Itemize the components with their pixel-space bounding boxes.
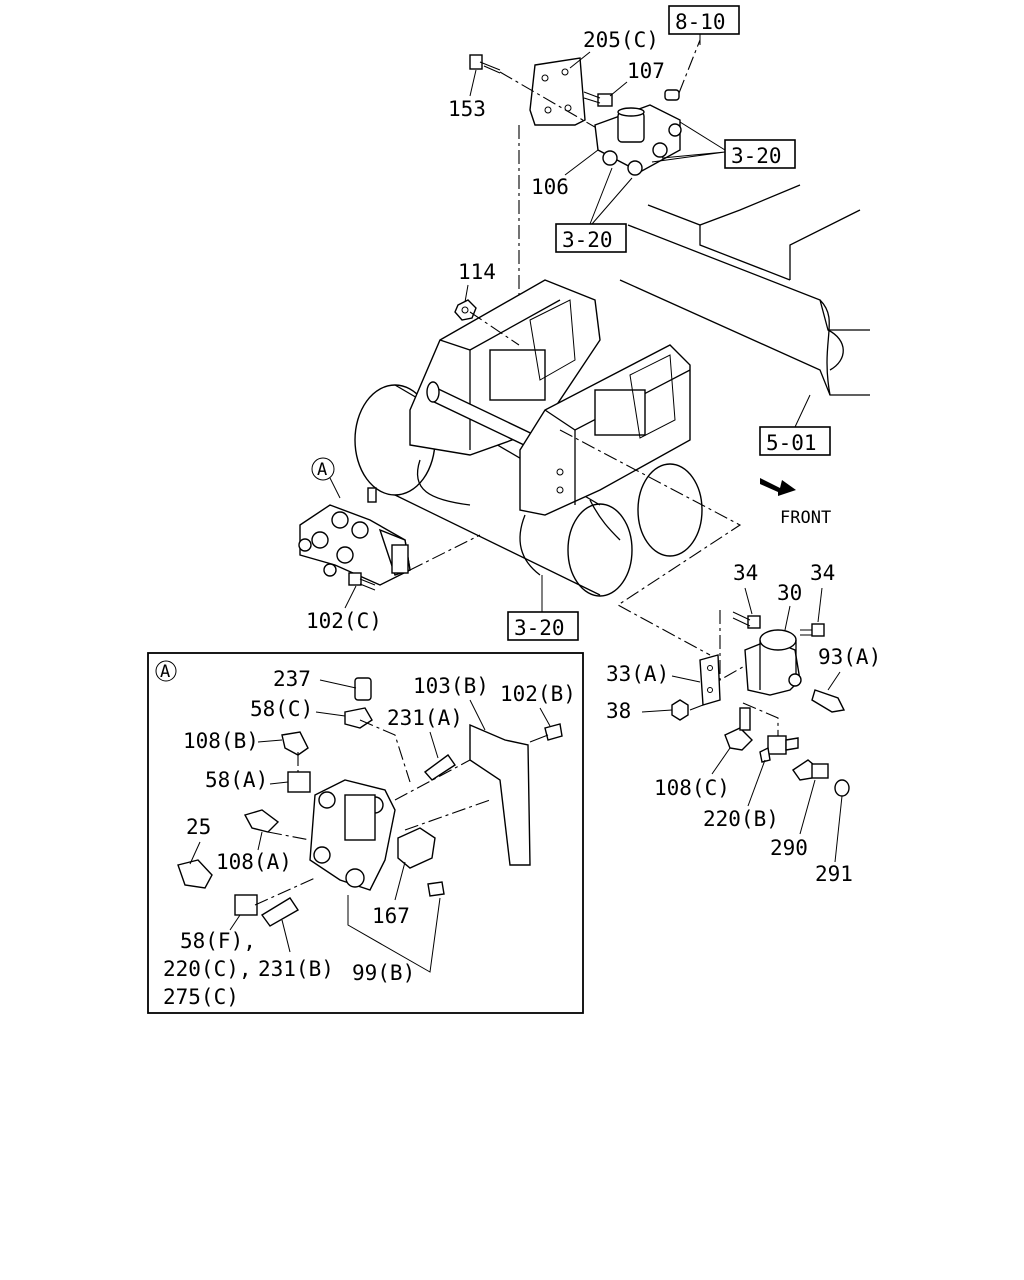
nut-38 bbox=[671, 699, 689, 721]
label-205c: 205(C) bbox=[583, 28, 659, 52]
label-220c: 220(C), bbox=[163, 957, 252, 981]
bolt-102c bbox=[348, 572, 376, 591]
label-99b: 99(B) bbox=[352, 961, 415, 985]
label-291: 291 bbox=[815, 862, 853, 886]
label-108c: 108(C) bbox=[654, 776, 730, 800]
label-103b: 103(B) bbox=[413, 674, 489, 698]
tee-58a bbox=[287, 771, 311, 793]
bracket-205c bbox=[529, 57, 586, 126]
label-25: 25 bbox=[186, 815, 211, 839]
tee-220b bbox=[759, 735, 799, 763]
label-34-right: 34 bbox=[810, 561, 835, 585]
ref-box-3-20-top: 3-20 bbox=[651, 121, 796, 169]
fitting-93a bbox=[811, 689, 846, 713]
label-58a: 58(A) bbox=[205, 768, 268, 792]
valve-30 bbox=[744, 629, 802, 696]
bracket-103b bbox=[469, 723, 531, 866]
label-153: 153 bbox=[448, 97, 486, 121]
label-231b: 231(B) bbox=[258, 957, 334, 981]
detail-a-marker: A bbox=[311, 457, 341, 499]
label-58c: 58(C) bbox=[250, 697, 313, 721]
label-108b: 108(B) bbox=[183, 729, 259, 753]
bolt-102b bbox=[544, 723, 563, 741]
ref-box-8-10: 8-10 bbox=[668, 5, 740, 45]
label-220b: 220(B) bbox=[703, 807, 779, 831]
label-33a: 33(A) bbox=[606, 662, 669, 686]
label-106: 106 bbox=[531, 175, 569, 199]
bracket-33a bbox=[699, 654, 721, 706]
bolt-99b bbox=[427, 881, 445, 897]
ref-3-20-bottom: 3-20 bbox=[514, 616, 565, 640]
label-107: 107 bbox=[627, 59, 665, 83]
nut-114 bbox=[454, 299, 477, 321]
label-237: 237 bbox=[273, 667, 311, 691]
ref-3-20-top: 3-20 bbox=[731, 144, 782, 168]
ref-box-3-20-bottom: 3-20 bbox=[507, 575, 579, 641]
label-93a: 93(A) bbox=[818, 645, 881, 669]
label-102b: 102(B) bbox=[500, 682, 576, 706]
detail-a-panel: A bbox=[147, 652, 584, 1014]
elbow-108b bbox=[281, 731, 309, 756]
label-102c: 102(C) bbox=[306, 609, 382, 633]
frame-rail bbox=[619, 184, 870, 396]
valve-167 bbox=[397, 827, 436, 869]
cock-290 bbox=[792, 759, 829, 781]
label-38: 38 bbox=[606, 699, 631, 723]
bolt-107 bbox=[583, 91, 613, 107]
detail-a-panel-marker: A bbox=[160, 662, 170, 682]
label-34-left: 34 bbox=[733, 561, 758, 585]
label-231a: 231(A) bbox=[387, 706, 463, 730]
tee-58c bbox=[344, 707, 373, 729]
detail-a-marker-label: A bbox=[317, 460, 327, 480]
suspension-assembly bbox=[354, 279, 703, 597]
bolt-34-right bbox=[800, 623, 825, 637]
ref-3-20-mid: 3-20 bbox=[562, 228, 613, 252]
label-30: 30 bbox=[777, 581, 802, 605]
label-58f: 58(F), bbox=[180, 929, 256, 953]
bolt-153 bbox=[469, 54, 501, 74]
cap-237 bbox=[354, 677, 372, 701]
ref-8-10: 8-10 bbox=[675, 10, 726, 34]
elbow-108c bbox=[724, 707, 753, 751]
label-108a: 108(A) bbox=[216, 850, 292, 874]
label-290: 290 bbox=[770, 836, 808, 860]
label-114: 114 bbox=[458, 260, 496, 284]
fitting-231b bbox=[260, 897, 299, 927]
elbow-108a bbox=[243, 809, 280, 833]
plug-part bbox=[664, 89, 680, 101]
label-275c: 275(C) bbox=[163, 985, 239, 1009]
ref-box-3-20-mid: 3-20 bbox=[555, 167, 633, 253]
fitting-231a bbox=[423, 754, 456, 781]
cap-291 bbox=[834, 779, 850, 797]
tee-58f bbox=[234, 894, 258, 916]
label-167: 167 bbox=[372, 904, 410, 928]
bolt-34-left bbox=[732, 611, 761, 629]
ref-box-5-01: 5-01 bbox=[759, 394, 831, 456]
valve-106 bbox=[594, 104, 682, 176]
ref-5-01: 5-01 bbox=[766, 431, 817, 455]
manifold-a bbox=[298, 487, 411, 586]
switch-25 bbox=[177, 859, 213, 889]
front-arrow-icon bbox=[760, 478, 796, 496]
front-label: FRONT bbox=[780, 508, 831, 528]
